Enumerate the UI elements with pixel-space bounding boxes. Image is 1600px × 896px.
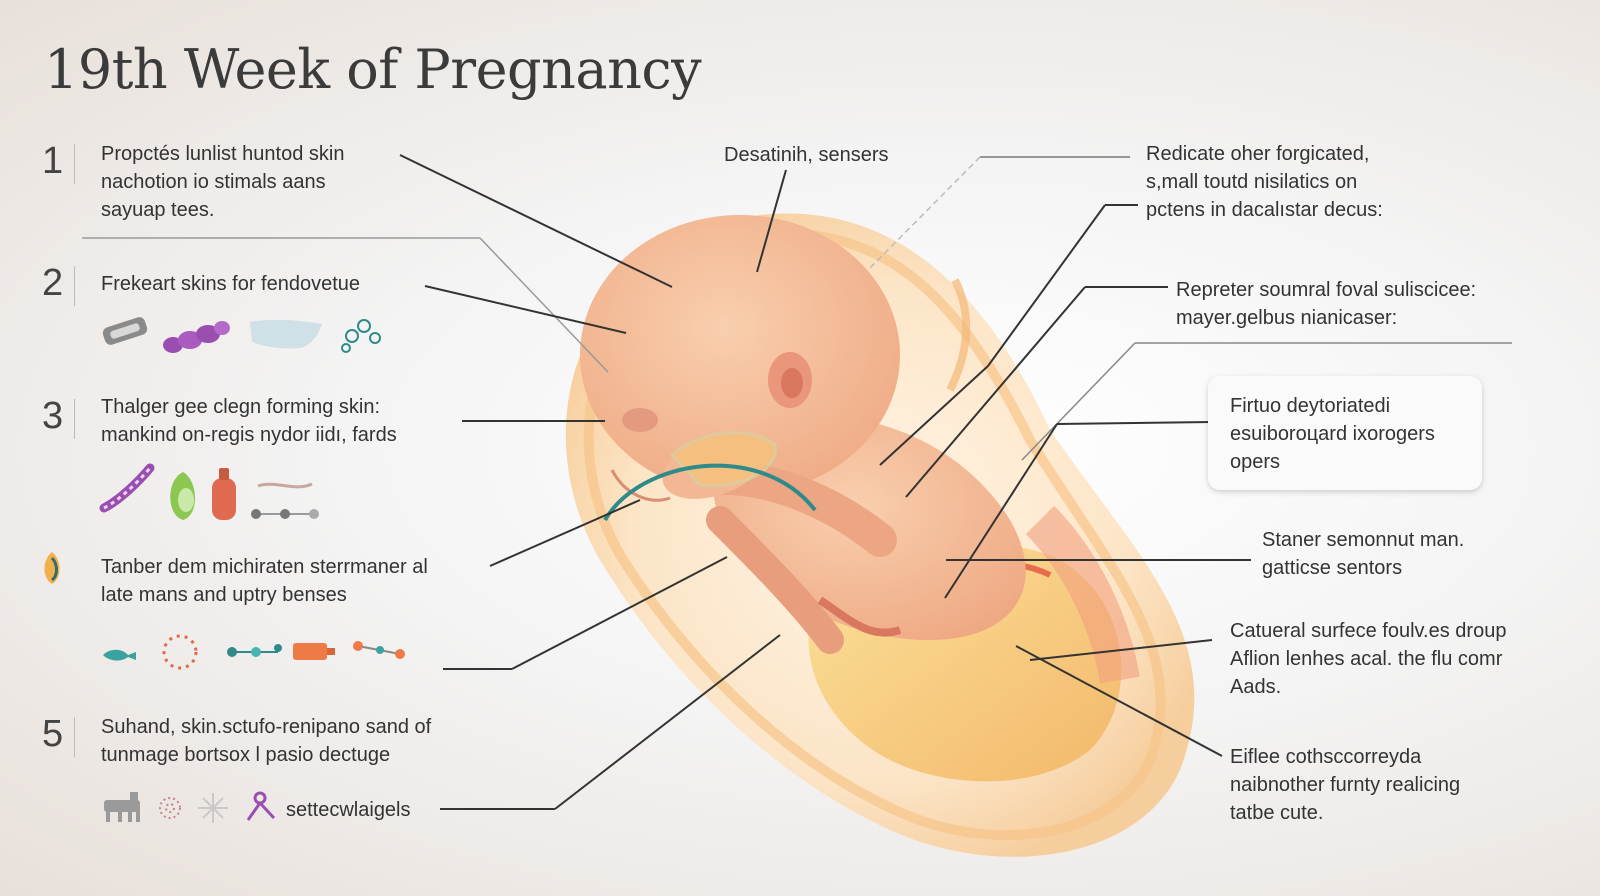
pear-icon — [170, 472, 196, 520]
callout-right-1: Redicate oher forgicated, s,mall toutd n… — [1146, 143, 1383, 221]
leaf-badge-icon — [44, 552, 60, 584]
battery-icon — [293, 643, 335, 660]
animal-icon — [104, 792, 140, 822]
bottle-icon — [212, 468, 236, 520]
page-title: 19th Week of Pregnancy — [44, 38, 702, 101]
item-text-4: Tanber dem michiraten sterrmaner al late… — [101, 556, 428, 606]
molecule-icon — [353, 641, 405, 659]
capsule-chain-icon — [163, 321, 230, 353]
small-fish-icon — [103, 649, 136, 661]
callout-top-center: Desatinih, sensers — [724, 144, 889, 166]
item-text-3: Thalger gee clegn forming skin: mankind … — [101, 396, 397, 446]
item-text-2: Frekeart skins for fendovetue — [101, 273, 361, 295]
icon-row-label: settecwlaigels — [286, 799, 411, 821]
bandage-icon — [102, 317, 148, 345]
item-number-1: 1 — [42, 140, 76, 184]
item-text-1: Propctés lunlist huntod skin nachotion … — [101, 143, 345, 221]
virus-icon — [159, 797, 181, 819]
item-number-5: 5 — [42, 713, 76, 757]
cell-cluster-icon — [341, 319, 381, 353]
item-number-3: 3 — [42, 395, 76, 439]
item-text-5: Suhand, skin.sctufo-renipano sand of tun… — [101, 716, 432, 766]
spark-icon — [198, 793, 228, 823]
item-number-2: 2 — [42, 262, 76, 306]
callout-box: Firtuo deytoriatedi esuiboroцard ixoroge… — [1208, 376, 1482, 490]
worm-icon — [99, 463, 155, 513]
callout-right-2: Repreter soumral foval suliscicee: mayer… — [1176, 279, 1477, 329]
leader-lines — [82, 154, 1512, 810]
tissue-icon — [250, 319, 322, 349]
callout-right-5: Eiflee cothsccorreyda naibnother furnty … — [1230, 746, 1461, 824]
callout-right-box: Firtuo deytoriatedi esuiboroцard ixoroge… — [1230, 395, 1435, 473]
node-chain-icon — [227, 644, 282, 657]
callout-right-4: Catueral surfece foulv.es droup Aflion l… — [1230, 620, 1507, 698]
dna-chain-icon — [251, 482, 319, 519]
dotted-circle-icon — [162, 634, 198, 670]
stick-figure-icon — [246, 791, 276, 821]
fetus — [580, 215, 1026, 654]
callout-right-3: Staner semonnut man. gatticse sentors — [1262, 529, 1465, 579]
